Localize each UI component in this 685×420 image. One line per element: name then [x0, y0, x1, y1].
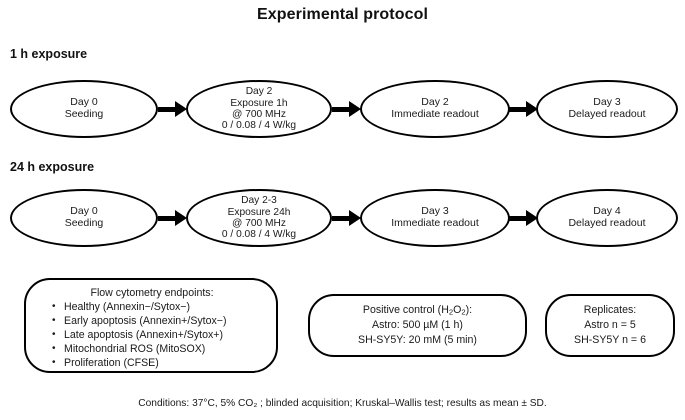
node-line: Seeding [64, 217, 104, 229]
node-line: Immediate readout [391, 108, 479, 120]
endpoints-heading: Flow cytometry endpoints: [90, 287, 214, 299]
node-line: Day 4 [593, 205, 621, 218]
arrow-icon [509, 210, 538, 226]
node-24h-seeding: Day 0 Seeding [10, 189, 158, 247]
replicates-box: Replicates: Astro n = 5 SH-SY5Y n = 6 [545, 294, 675, 357]
arrow-icon [158, 210, 187, 226]
node-1h-exposure: Day 2 Exposure 1h @ 700 MHz 0 / 0.08 / 4… [186, 80, 332, 138]
node-line: Day 0 [70, 96, 98, 109]
list-item: Early apoptosis (Annexin+/Sytox−) [52, 314, 266, 328]
node-line: Delayed readout [568, 108, 646, 120]
node-line: Immediate readout [391, 217, 479, 229]
flow-row-24h: Day 0 Seeding Day 2-3 Exposure 24h @ 700… [0, 189, 685, 247]
arrow-head [175, 101, 187, 117]
node-line: Day 3 [593, 96, 621, 109]
node-24h-delayed-readout: Day 4 Delayed readout [536, 189, 678, 247]
node-line: Delayed readout [568, 217, 646, 229]
positive-control-line: Astro: 500 µM (1 h) [372, 319, 463, 332]
node-line: @ 700 MHz [232, 218, 286, 229]
arrow-shaft [332, 215, 350, 221]
list-item: Healthy (Annexin−/Sytox−) [52, 299, 266, 314]
arrow-head [349, 210, 361, 226]
node-line: Day 2 [421, 96, 449, 109]
replicates-heading: Replicates: [583, 303, 637, 316]
node-line: Day 2-3 [241, 195, 277, 207]
node-line: Day 2 [245, 86, 273, 98]
arrow-shaft [332, 106, 350, 112]
endpoints-list: Healthy (Annexin−/Sytox−) Early apoptosi… [38, 299, 266, 370]
arrow-shaft [158, 215, 176, 221]
node-line: 0 / 0.08 / 4 W/kg [221, 120, 297, 132]
node-line: 0 / 0.08 / 4 W/kg [221, 229, 297, 241]
node-line: Day 3 [421, 205, 449, 218]
list-item: Mitochondrial ROS (MitoSOX) [52, 342, 266, 356]
node-1h-immediate-readout: Day 2 Immediate readout [360, 80, 510, 138]
arrow-head [526, 101, 538, 117]
node-24h-immediate-readout: Day 3 Immediate readout [360, 189, 510, 247]
arrow-icon [509, 101, 538, 117]
row-label-1h: 1 h exposure [10, 47, 88, 61]
positive-control-heading: Positive control (H2O2): [362, 303, 473, 317]
node-line: Exposure 1h [230, 97, 288, 109]
node-line: Seeding [64, 108, 104, 120]
conditions-footnote: Conditions: 37°C, 5% CO₂ ; blinded acqui… [138, 398, 547, 409]
node-line: @ 700 MHz [232, 109, 286, 120]
node-1h-delayed-readout: Day 3 Delayed readout [536, 80, 678, 138]
node-line: Day 0 [70, 205, 98, 218]
arrow-head [349, 101, 361, 117]
replicates-line: SH-SY5Y n = 6 [574, 334, 646, 347]
arrow-shaft [158, 106, 176, 112]
arrow-head [526, 210, 538, 226]
node-1h-seeding: Day 0 Seeding [10, 80, 158, 138]
figure-title: Experimental protocol [256, 6, 429, 23]
list-item: Late apoptosis (Annexin+/Sytox+) [52, 328, 266, 342]
node-24h-exposure: Day 2-3 Exposure 24h @ 700 MHz 0 / 0.08 … [186, 189, 332, 247]
list-item: Proliferation (CFSE) [52, 356, 266, 370]
flow-row-1h: Day 0 Seeding Day 2 Exposure 1h @ 700 MH… [0, 80, 685, 138]
node-line: Exposure 24h [227, 206, 291, 218]
positive-control-line: SH-SY5Y: 20 mM (5 min) [358, 334, 477, 347]
row-label-24h: 24 h exposure [10, 160, 95, 174]
positive-control-box: Positive control (H2O2): Astro: 500 µM (… [308, 294, 527, 357]
replicates-line: Astro n = 5 [584, 318, 636, 331]
arrow-icon [158, 101, 187, 117]
arrow-shaft [509, 215, 527, 221]
flow-cytometry-endpoints-box: Flow cytometry endpoints: Healthy (Annex… [24, 278, 278, 373]
arrow-icon [332, 210, 361, 226]
arrow-shaft [509, 106, 527, 112]
arrow-icon [332, 101, 361, 117]
arrow-head [175, 210, 187, 226]
